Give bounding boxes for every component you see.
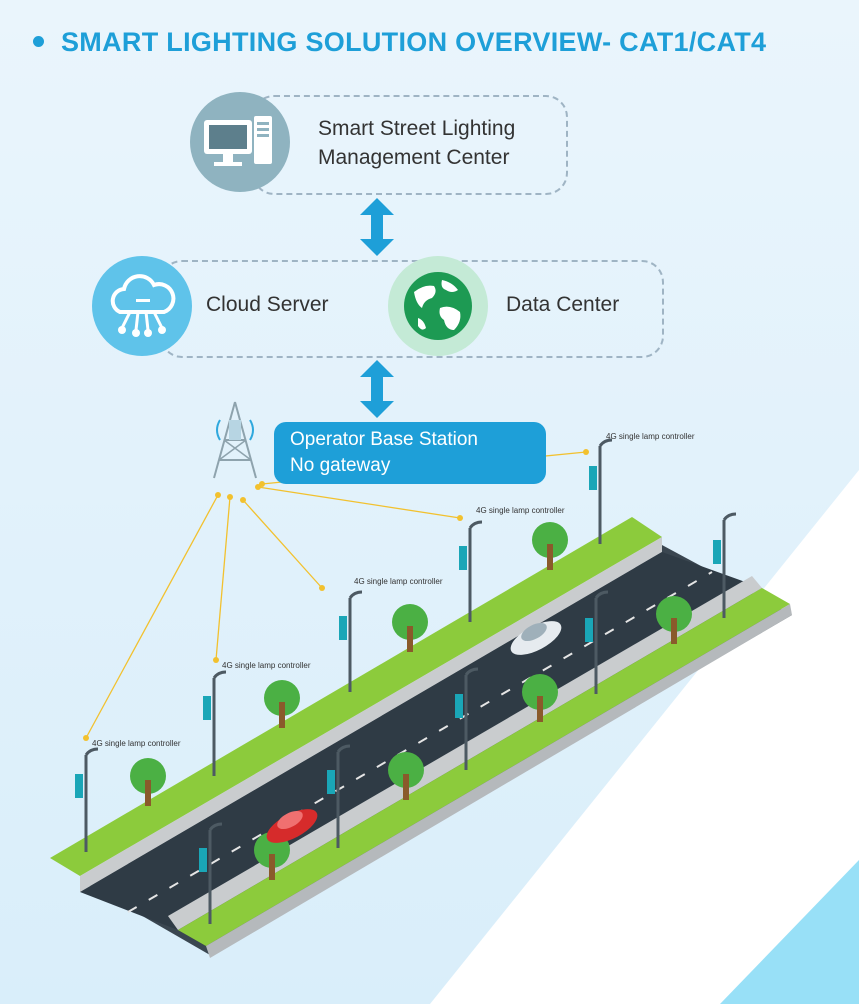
management-center-label: Smart Street Lighting Management Center [318, 114, 515, 172]
base-station-bubble: Operator Base Station No gateway [274, 422, 546, 484]
link-nodes [83, 449, 589, 741]
tree [388, 752, 424, 800]
controller-label: 4G single lamp controller [92, 739, 181, 748]
cell-tower-icon [213, 401, 257, 479]
controller-label: 4G single lamp controller [222, 661, 311, 670]
globe-icon [404, 272, 472, 340]
cloud-icon [110, 274, 176, 337]
management-center-line1: Smart Street Lighting [318, 117, 516, 140]
lamp-banners [75, 466, 721, 872]
management-center-icon-circle [190, 92, 290, 192]
tree [130, 758, 166, 806]
cloud-server-icon-circle [92, 256, 192, 356]
title-bullet [33, 36, 44, 47]
base-station-line1: Operator Base Station [290, 429, 478, 450]
bidirectional-arrow-icon [360, 198, 394, 256]
tree [532, 522, 568, 570]
data-center-icon-circle [388, 256, 488, 356]
curb-outer [206, 604, 792, 958]
car-red [266, 809, 318, 843]
tree [656, 596, 692, 644]
bidirectional-arrow-icon [360, 360, 394, 418]
tree [264, 680, 300, 728]
lane-marking [127, 571, 713, 913]
grass-strip-right [178, 588, 790, 946]
tree [392, 604, 428, 652]
grass-strip-left [50, 517, 662, 876]
page-title: SMART LIGHTING SOLUTION OVERVIEW- CAT1/C… [61, 27, 767, 57]
cloud-server-label: Cloud Server [206, 293, 329, 316]
management-center-line2: Management Center [318, 146, 510, 169]
street-lamp [208, 512, 737, 924]
controller-label: 4G single lamp controller [606, 432, 695, 441]
controller-label: 4G single lamp controller [354, 577, 443, 586]
car-white [510, 621, 562, 655]
computer-icon [204, 116, 272, 166]
street-lamp [84, 438, 613, 852]
controller-label: 4G single lamp controller [476, 506, 565, 515]
curb-left [80, 537, 662, 892]
tree [522, 674, 558, 722]
base-station-line2: No gateway [290, 455, 391, 476]
data-center-label: Data Center [506, 293, 620, 316]
